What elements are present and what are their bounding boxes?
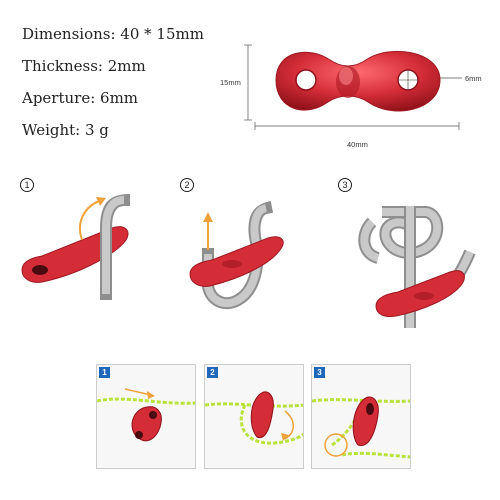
photo-step-2-badge: 2: [207, 367, 218, 378]
step-2-number: 2: [180, 178, 194, 192]
product-dimension-figure: 15mm 6mm 40mm: [218, 40, 500, 160]
spec-thickness: Thickness: 2mm: [22, 57, 146, 75]
tensioner-icon: [189, 236, 284, 287]
cord: [97, 397, 195, 405]
arrow-icon: [79, 199, 103, 241]
step-1-drawing: [21, 193, 131, 300]
arrow-icon: [124, 388, 152, 396]
photo-step-3-drawing: [312, 396, 410, 459]
width-label: 40mm: [347, 140, 368, 149]
rope-tensioner-product: [275, 50, 441, 112]
tensioner-photo: [250, 391, 274, 439]
step-3-drawing: [358, 206, 476, 328]
step-2-illustration: 2: [180, 178, 330, 348]
spec-list: Dimensions: 40 * 15mm Thickness: 2mm Ape…: [22, 18, 242, 146]
step-1-number: 1: [20, 178, 34, 192]
spec-weight: Weight: 3 g: [22, 121, 109, 139]
spec-aperture: Aperture: 6mm: [22, 89, 139, 107]
photo-step-2-drawing: [205, 391, 303, 445]
photo-step-1-badge: 1: [99, 367, 110, 378]
height-label: 15mm: [220, 78, 241, 87]
knot-highlight-icon: [324, 433, 348, 457]
step-3-number: 3: [338, 178, 352, 192]
left-hole: [295, 69, 317, 91]
cord: [205, 402, 303, 408]
tensioner-icon: [21, 226, 129, 283]
product-dimension-drawing: [244, 44, 462, 130]
photo-step-2: 2: [204, 364, 304, 469]
arrow-icon: [284, 410, 294, 440]
step-2-drawing: [189, 200, 284, 310]
photo-step-1: 1: [96, 364, 196, 469]
tensioner-icon: [375, 270, 465, 317]
tensioner-photo: [352, 396, 379, 446]
step-1-illustration: 1: [20, 178, 170, 348]
cord: [312, 398, 410, 403]
photo-step-3: 3: [311, 364, 411, 469]
photo-step-1-drawing: [97, 388, 195, 442]
step-3-illustration: 3: [338, 178, 488, 348]
tensioner-photo: [131, 406, 162, 442]
photo-step-3-badge: 3: [314, 367, 325, 378]
spec-dimensions: Dimensions: 40 * 15mm: [22, 25, 204, 43]
hole-size-label: 6mm: [465, 74, 482, 83]
